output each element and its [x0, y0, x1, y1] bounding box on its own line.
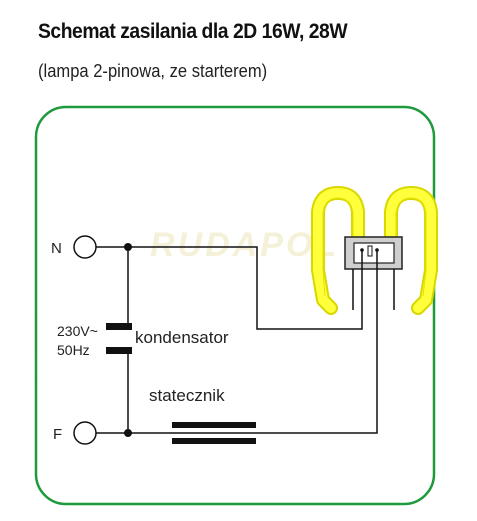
page-title: Schemat zasilania dla 2D 16W, 28W [38, 20, 348, 43]
svg-text:N: N [51, 240, 62, 257]
ballast [172, 422, 256, 444]
wiring [96, 246, 378, 434]
lamp-tube [311, 186, 438, 315]
supply-frequency: 50Hz [57, 342, 90, 358]
supply-voltage: 230V~ [57, 323, 98, 339]
junction-n [124, 243, 132, 251]
lamp-base [344, 236, 403, 310]
terminal-n: N [51, 235, 97, 259]
junction-f [124, 429, 132, 437]
svg-text:F: F [53, 426, 62, 443]
terminal-f: F [53, 421, 97, 445]
capacitor [106, 323, 132, 354]
ballast-label: statecznik [149, 386, 225, 405]
diagram-frame [34, 105, 436, 506]
capacitor-label: kondensator [135, 328, 229, 347]
page-subtitle: (lampa 2-pinowa, ze starterem) [38, 61, 268, 81]
watermark: RUDAPOL [150, 226, 339, 264]
